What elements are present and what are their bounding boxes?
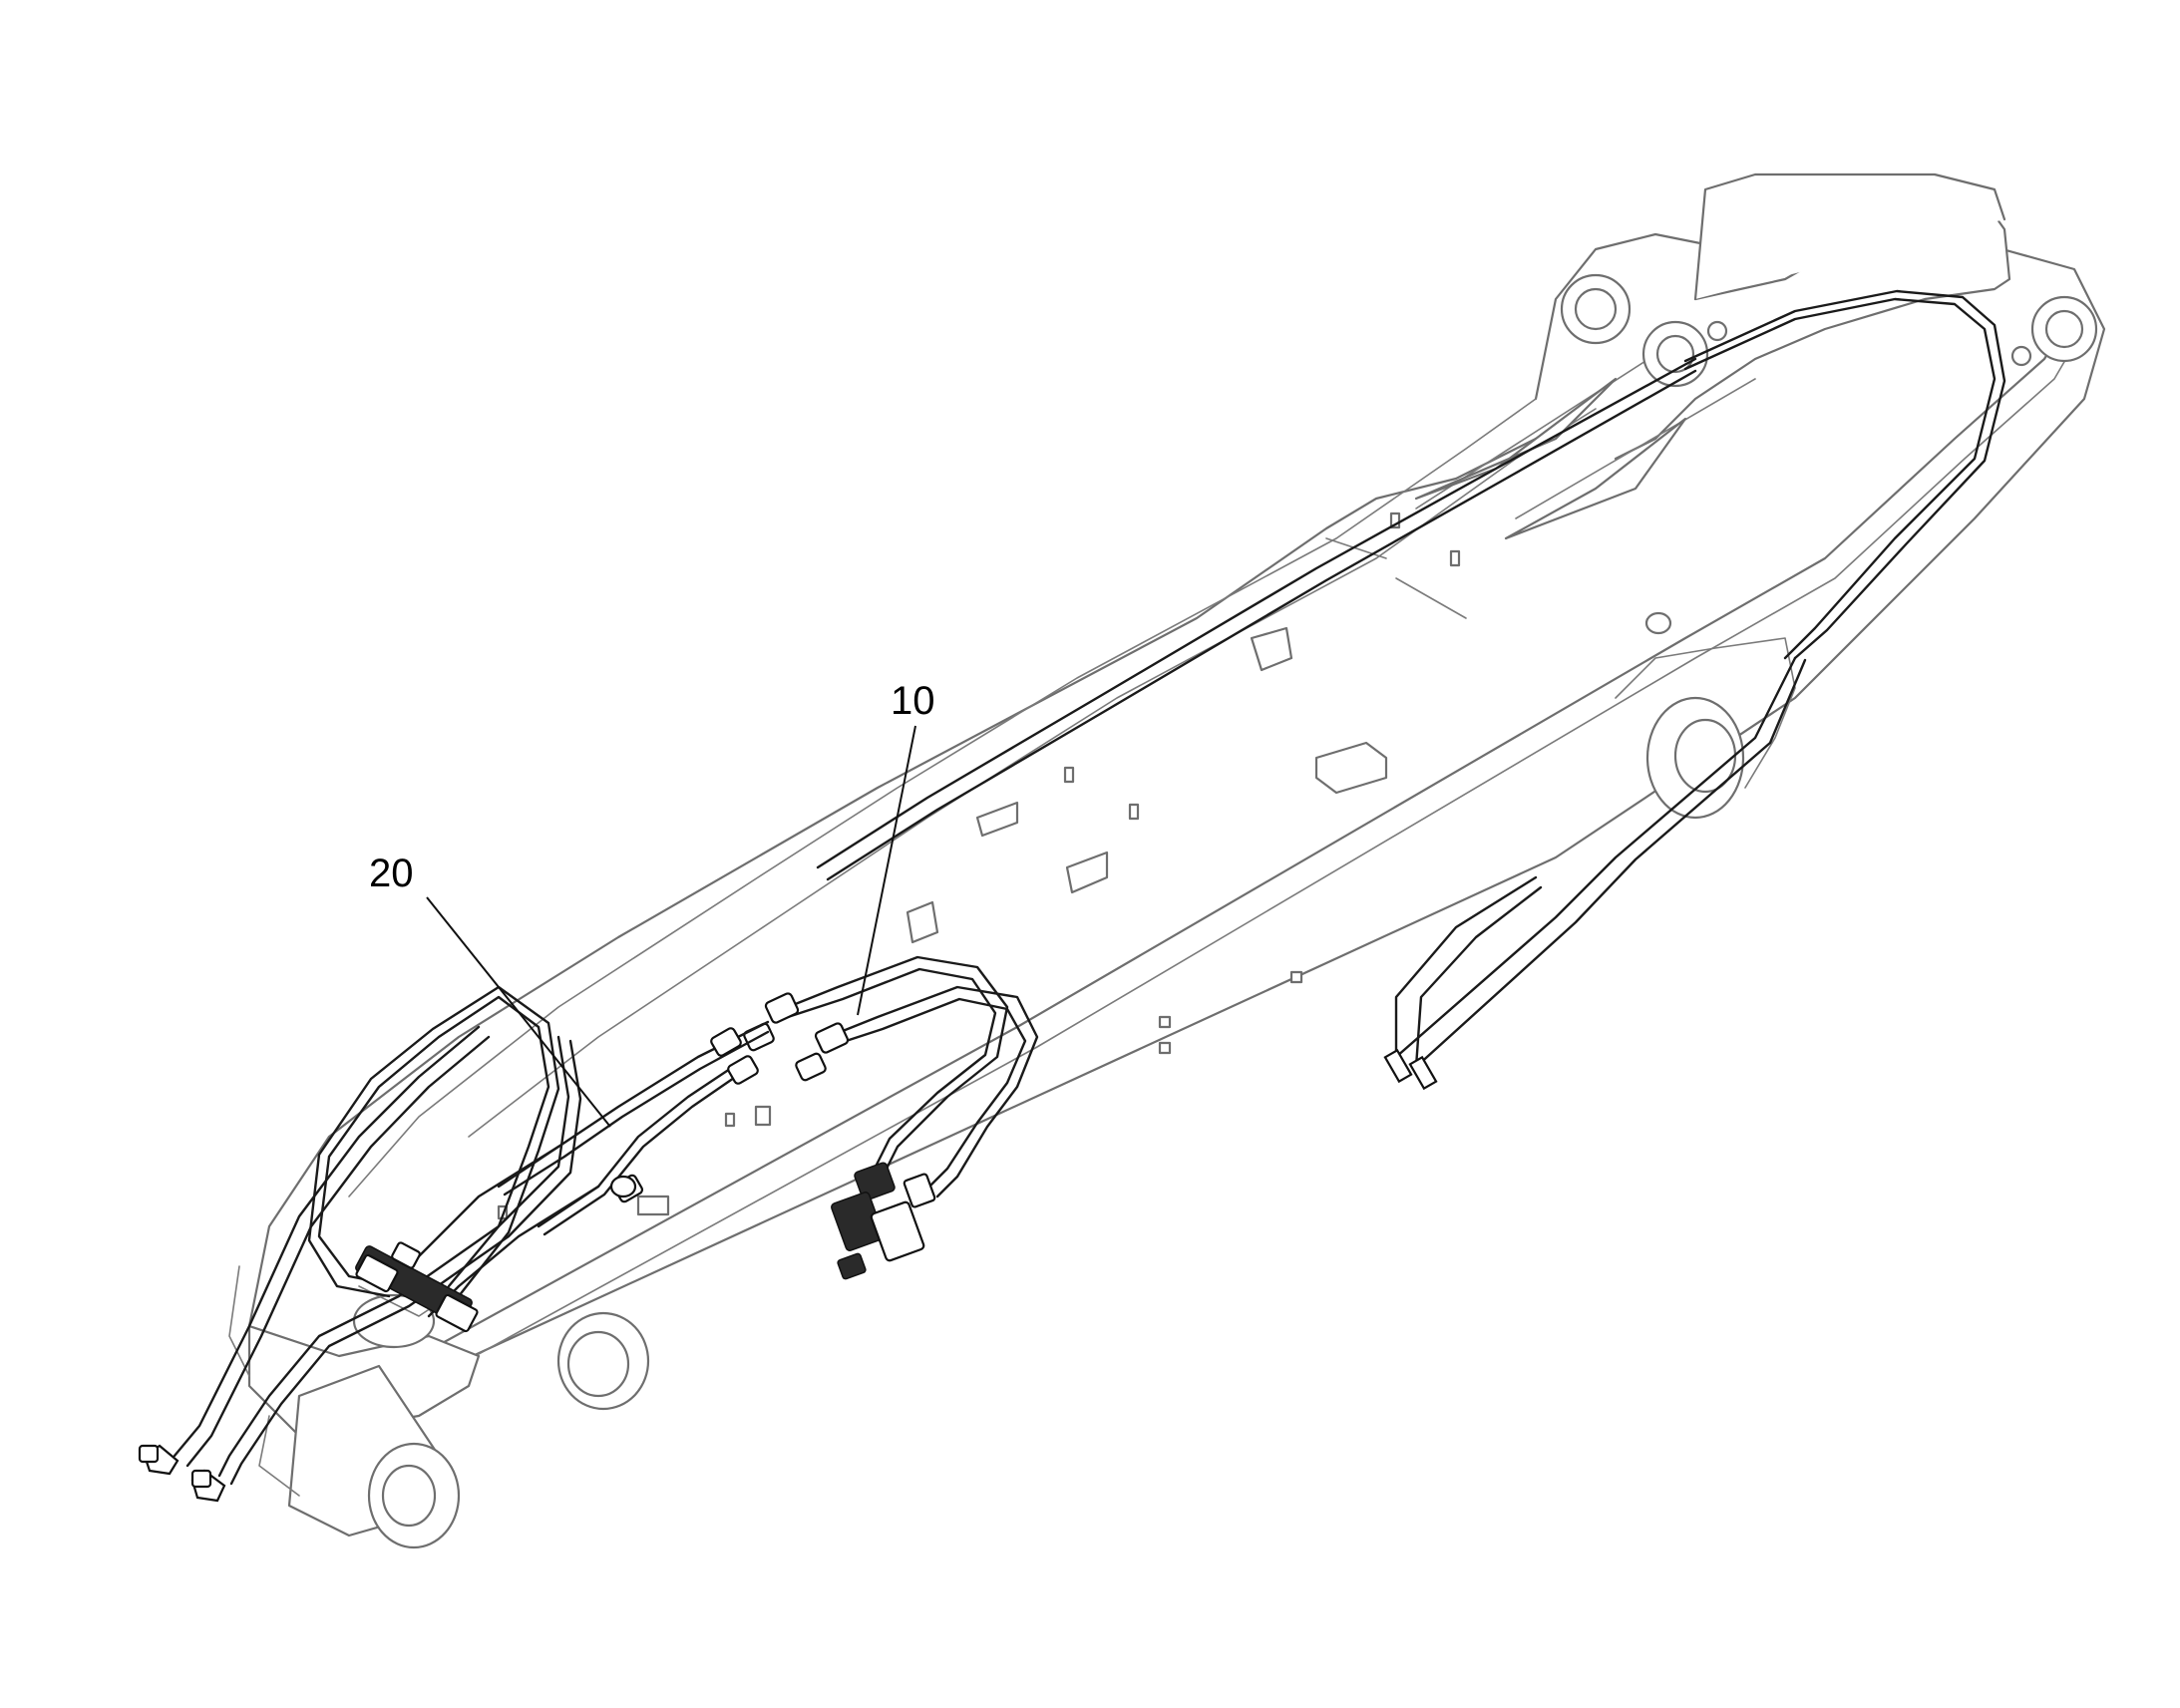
callout-20: 20	[369, 852, 611, 1128]
hydraulic-pipes	[816, 289, 2006, 1091]
callout-10-leader	[857, 725, 916, 1016]
callout-10-label: 10	[891, 679, 935, 723]
hose-clamp	[1250, 626, 1293, 672]
rear-pin-boss-lower	[1641, 320, 1709, 388]
callout-20-label: 20	[369, 852, 414, 895]
grease-nipple	[1644, 611, 1672, 635]
bolt-head	[2010, 345, 2032, 367]
boom-foot	[228, 1265, 650, 1549]
bolt-head	[1706, 320, 1728, 342]
callout-10: 10	[857, 679, 935, 1016]
rear-pin-boss-right	[2030, 295, 2098, 363]
hose-assembly-20	[138, 985, 770, 1503]
bracket	[1065, 851, 1109, 894]
boom-structure	[228, 172, 2106, 1549]
rear-pin-boss-upper	[1560, 273, 1632, 345]
hose-assembly-10	[743, 955, 1039, 1280]
bracket	[975, 801, 1019, 838]
bracket	[1314, 741, 1388, 795]
hose-clamp	[906, 900, 939, 944]
callout-20-leader	[426, 896, 611, 1128]
